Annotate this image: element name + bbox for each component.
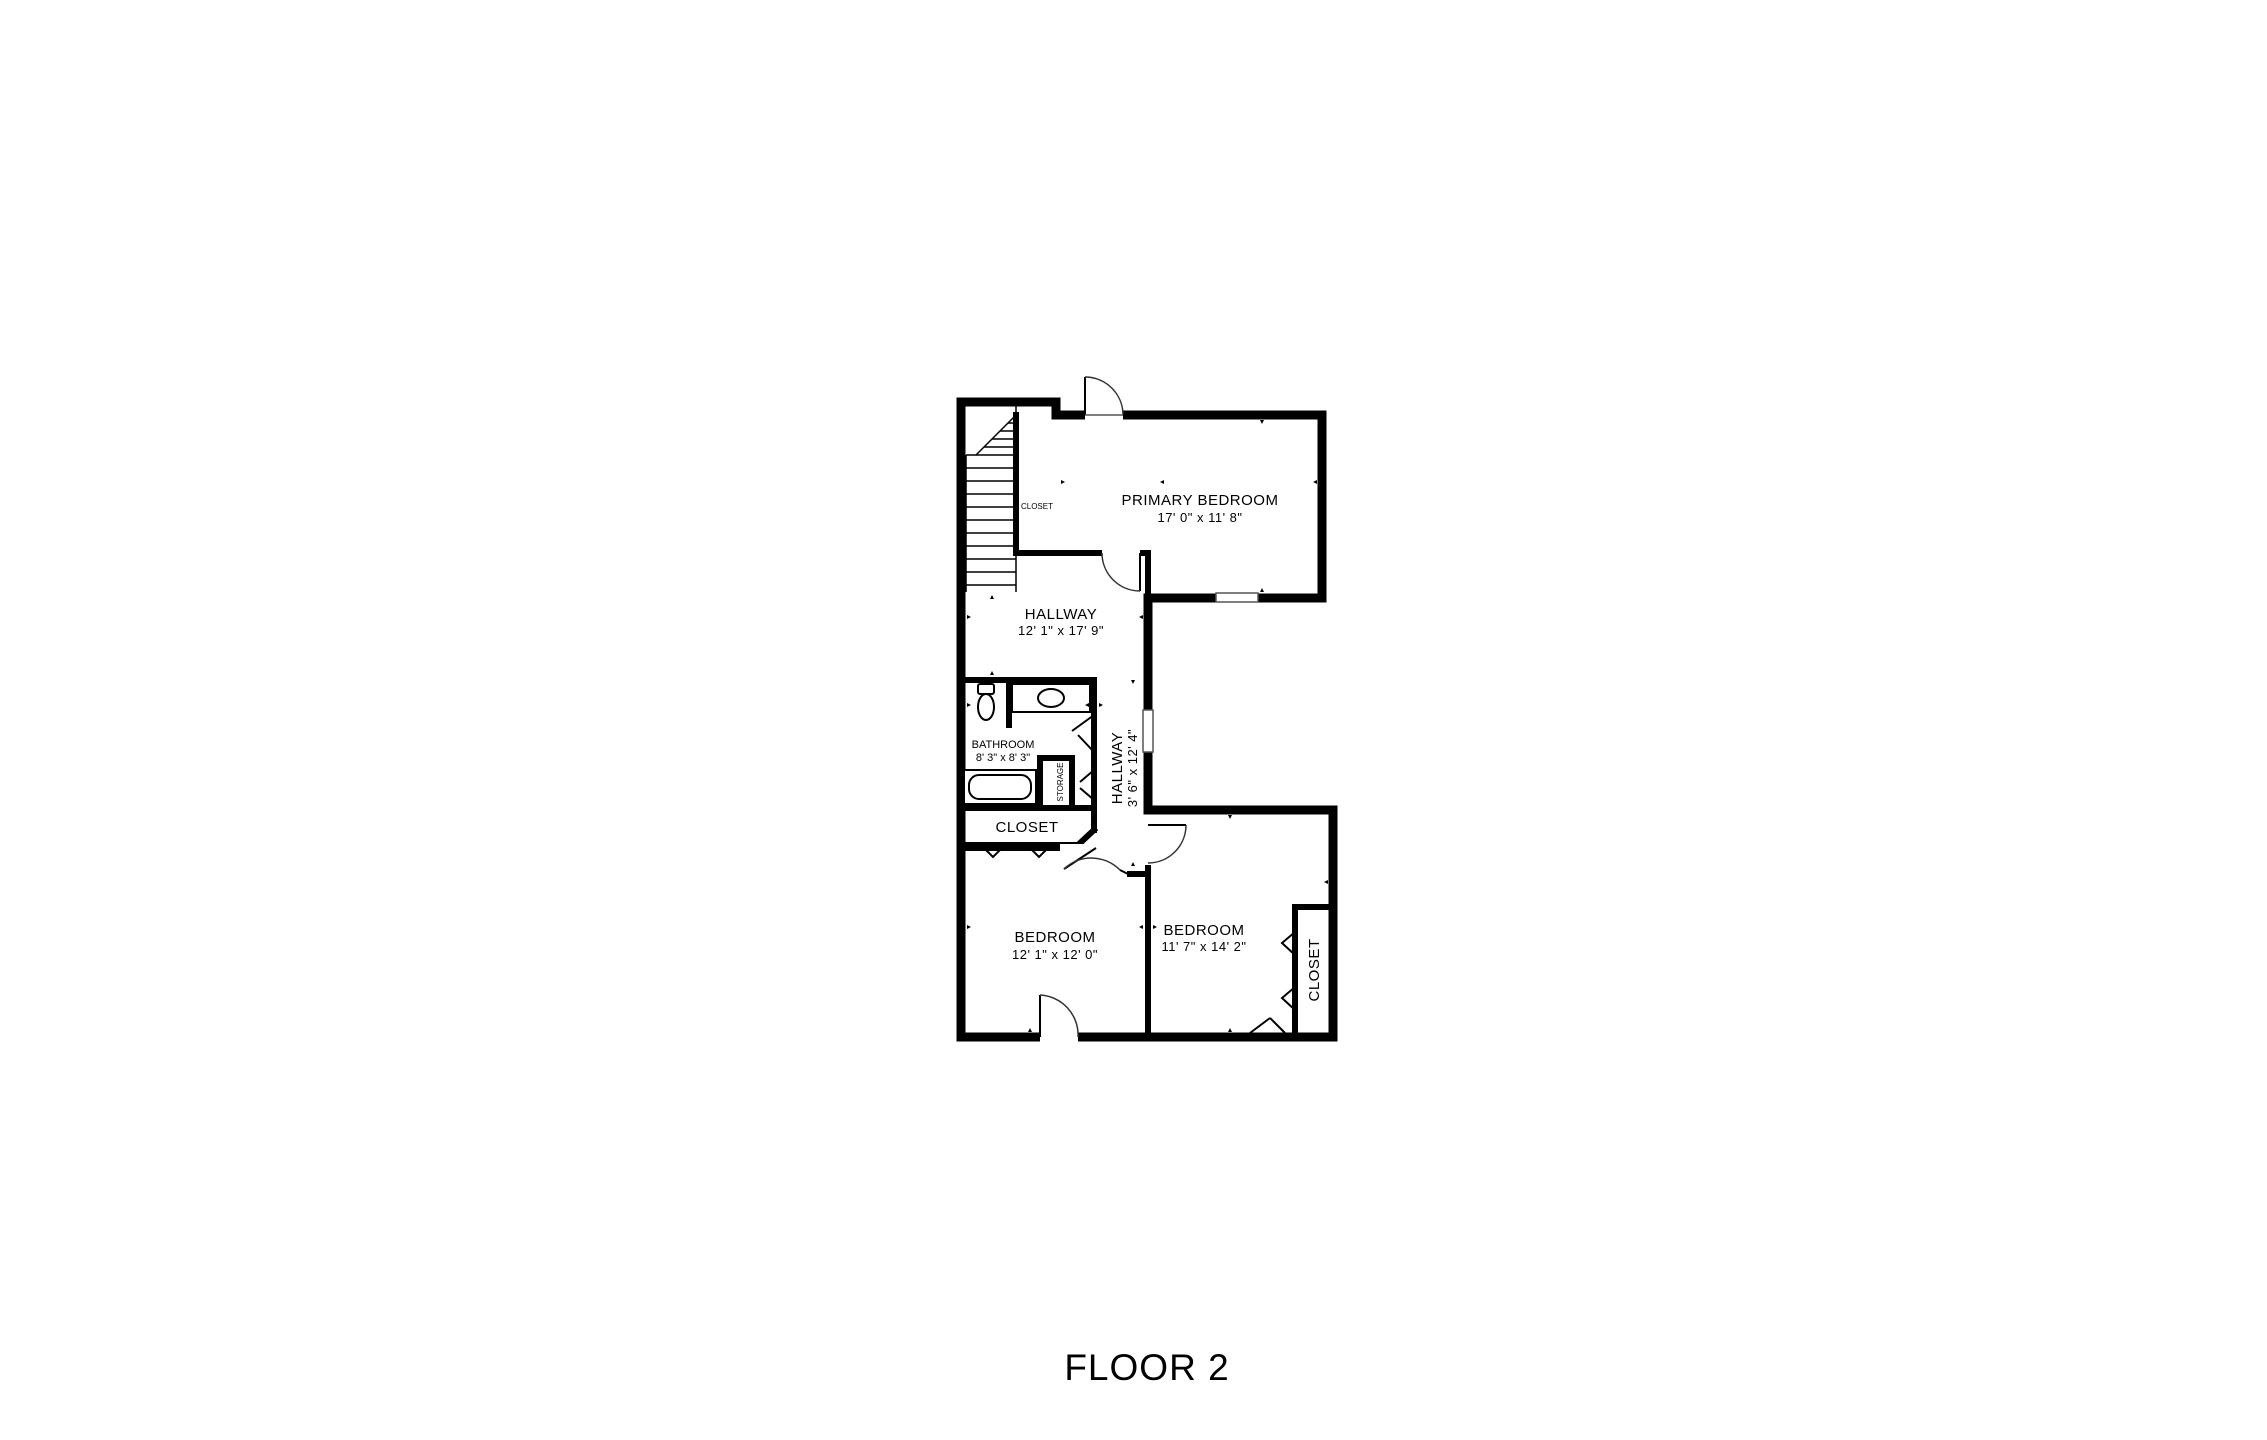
room-dimensions: 12' 1" x 12' 0" — [1012, 947, 1098, 962]
room-bedroom-left: BEDROOM 12' 1" x 12' 0" — [1012, 929, 1098, 962]
windows — [1142, 592, 1259, 753]
bathroom-fixtures — [963, 683, 1091, 805]
room-name: CLOSET — [1021, 502, 1053, 511]
room-name: PRIMARY BEDROOM — [1122, 492, 1279, 509]
room-name: HALLWAY — [1025, 606, 1097, 623]
floor-label: FLOOR 2 — [1064, 1347, 1229, 1388]
room-name: CLOSET — [1306, 938, 1323, 1001]
room-name: CLOSET — [995, 819, 1058, 836]
dimension-ticks — [967, 420, 1328, 1032]
doors — [983, 376, 1296, 1042]
room-hallway-main: HALLWAY 12' 1" x 17' 9" — [1018, 606, 1104, 638]
room-bedroom-right: BEDROOM 11' 7" x 14' 2" — [1161, 922, 1246, 954]
room-dimensions: 12' 1" x 17' 9" — [1018, 623, 1104, 638]
room-dimensions: 11' 7" x 14' 2" — [1161, 939, 1246, 954]
room-name: BEDROOM — [1163, 922, 1244, 939]
room-bathroom: BATHROOM 8' 3" x 8' 3" — [972, 739, 1035, 764]
room-storage: STORAGE — [1056, 763, 1065, 802]
room-dimensions: 3' 6" x 12' 4" — [1125, 729, 1140, 807]
room-name: STORAGE — [1056, 763, 1065, 802]
room-name: BATHROOM — [972, 739, 1035, 751]
room-closet-mid: CLOSET — [995, 819, 1058, 836]
room-hallway-narrow: HALLWAY 3' 6" x 12' 4" — [1109, 729, 1140, 807]
room-name: BEDROOM — [1014, 929, 1095, 946]
staircase — [965, 405, 1017, 592]
room-closet-top: CLOSET — [1021, 502, 1053, 511]
room-primary-bedroom: PRIMARY BEDROOM 17' 0" x 11' 8" — [1122, 492, 1279, 525]
room-dimensions: 8' 3" x 8' 3" — [976, 752, 1030, 764]
room-dimensions: 17' 0" x 11' 8" — [1157, 510, 1242, 525]
room-closet-right: CLOSET — [1306, 938, 1323, 1001]
room-name: HALLWAY — [1109, 732, 1126, 804]
